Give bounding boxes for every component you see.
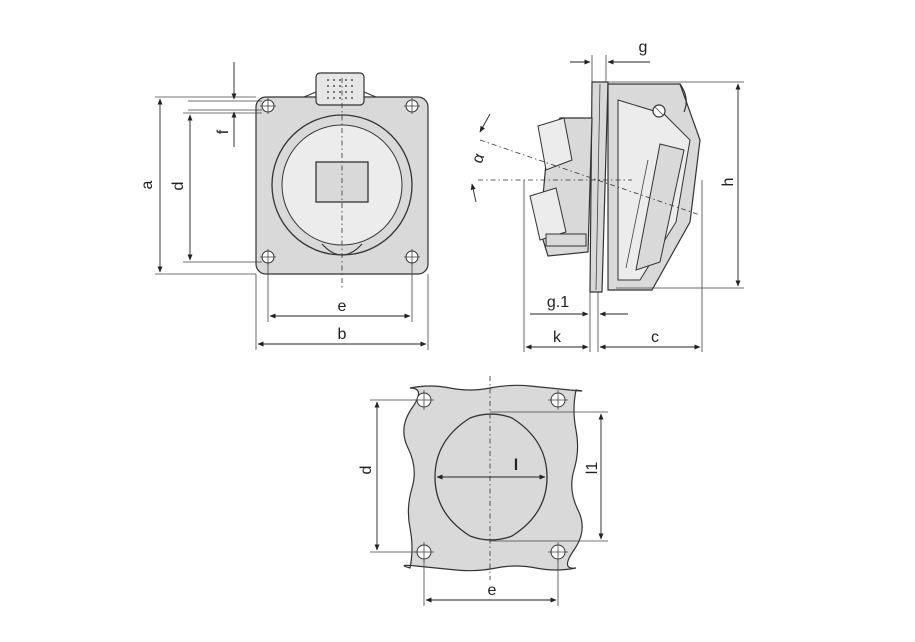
cutout-dim-d-label: d xyxy=(358,466,375,475)
dim-c-label: c xyxy=(651,329,659,346)
cutout-holes xyxy=(414,390,568,562)
dim-b-label: b xyxy=(338,326,347,343)
dim-g-label: g xyxy=(639,39,648,56)
dim-h-label: h xyxy=(720,178,737,187)
side-view: α g h g.1 k c xyxy=(469,39,744,352)
front-view: a d f e b xyxy=(139,62,429,350)
dim-a-label: a xyxy=(139,180,156,189)
dim-l-label: l xyxy=(514,457,518,474)
side-plate xyxy=(589,81,609,293)
hinge xyxy=(315,72,365,106)
dim-f-label: f xyxy=(215,129,232,134)
dim-g1-label: g.1 xyxy=(547,294,569,311)
dim-d-label: d xyxy=(170,182,187,191)
dim-l1-label: l1 xyxy=(584,462,601,475)
dim-k-label: k xyxy=(553,329,562,346)
angled-axis xyxy=(479,139,701,216)
angle-alpha-label: α xyxy=(469,151,488,166)
cutout-dim-e-label: e xyxy=(488,582,497,599)
dim-e-label: e xyxy=(338,298,347,315)
cutout-view: l l1 d e xyxy=(358,376,608,606)
